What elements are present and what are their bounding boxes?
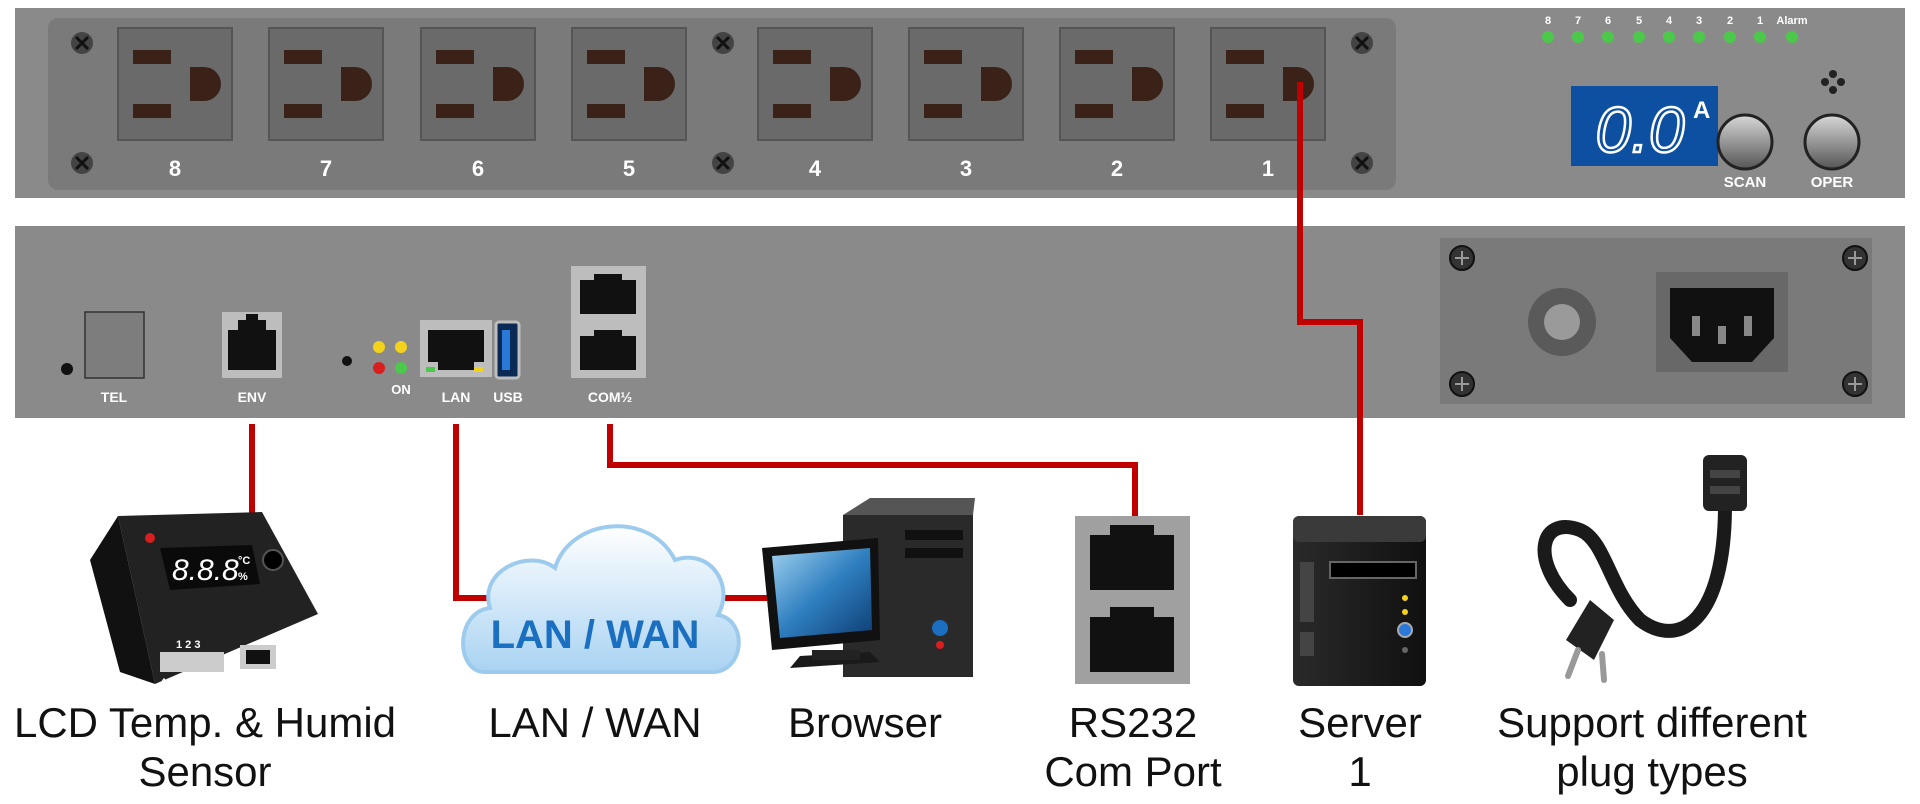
indicator-led [1542,31,1554,43]
indicator-led [1602,31,1614,43]
env-port[interactable] [228,314,276,370]
sensor-unit-p: % [238,571,248,583]
led-label: Alarm [1776,15,1807,27]
scan-label: SCAN [1724,174,1767,191]
outlet-label: 7 [320,156,332,181]
outlet-label: 1 [1262,156,1274,181]
browser-caption: Browser [788,699,942,746]
indicator-led [1786,31,1798,43]
outlet-6: 6 [420,27,536,181]
plug-caption-1: Support different [1497,699,1807,746]
com-port-1[interactable] [580,274,636,314]
rs232-port-icon [1075,516,1190,684]
usb-label: USB [493,389,523,405]
indicator-led [1633,31,1645,43]
current-display [1571,86,1718,166]
computer-icon [762,498,975,677]
sensor-caption-1: LCD Temp. & Humid [14,699,396,746]
sensor-unit-c: °C [238,555,250,567]
power-plug-icon [1537,455,1747,683]
tel-label: TEL [101,389,128,405]
current-unit: A [1693,97,1710,124]
outlet-5: 5 [571,27,687,181]
outlet-label: 8 [169,156,181,181]
outlet-1: 1 [1210,27,1326,181]
cloud-label: LAN / WAN [491,613,700,657]
sensor-pins-bottom: 4 5 6 [160,677,184,689]
front-panel: 8 7 6 5 4 3 2 1 8 7 6 5 4 3 2 1 Alarm 0.0 A SCAN OPER [15,8,1905,198]
server-icon [1293,516,1426,686]
com-port-2[interactable] [580,330,636,370]
power-inlet [1670,288,1774,362]
env-label: ENV [238,389,267,405]
com-label: COM½ [588,389,633,405]
server-caption-1: Server [1298,699,1422,746]
tel-port[interactable] [84,311,145,379]
plug-caption-2: plug types [1556,748,1747,795]
outlet-3: 3 [908,27,1024,181]
reset-hole [61,363,73,375]
current-value: 0.0 [1596,94,1685,166]
lan-port[interactable] [428,330,484,370]
indicator-led [1572,31,1584,43]
led-label: 3 [1696,15,1702,27]
sensor-display: 8.8.8 [172,554,239,587]
rs232-caption-1: RS232 [1069,699,1197,746]
outlet-label: 5 [623,156,635,181]
vent-icon [1821,70,1845,94]
sensor-pins-top: 1 2 3 [176,639,200,651]
outlet-label: 6 [472,156,484,181]
indicator-led [1724,31,1736,43]
indicator-led [1663,31,1675,43]
outlet-4: 4 [757,27,873,181]
led-label: 6 [1605,15,1611,27]
sensor-caption-2: Sensor [138,748,271,795]
outlet-label: 3 [960,156,972,181]
oper-button[interactable] [1803,113,1861,171]
indicator-led [1754,31,1766,43]
server-caption-2: 1 [1348,748,1371,795]
led-label: 8 [1545,15,1551,27]
outlet-label: 2 [1111,156,1123,181]
outlet-7: 7 [268,27,384,181]
scan-button[interactable] [1716,113,1774,171]
led-label: 2 [1727,15,1733,27]
rs232-caption-2: Com Port [1044,748,1222,795]
rear-panel: TEL ENV ON LAN USB COM½ [15,226,1905,418]
led-label: 1 [1757,15,1763,27]
led-label: 4 [1666,15,1673,27]
status-leds [373,341,407,374]
outlet-8: 8 [117,27,233,181]
cloud-icon: LAN / WAN [461,524,741,674]
temp-humidity-sensor: 8.8.8 °C % 1 2 3 4 5 6 [90,512,318,689]
indicator-led [1693,31,1705,43]
outlet-2: 2 [1059,27,1175,181]
oper-label: OPER [1811,174,1854,191]
led-label: 7 [1575,15,1581,27]
led-label: 5 [1636,15,1642,27]
cloud-caption: LAN / WAN [488,699,701,746]
on-label: ON [391,382,411,397]
outlet-label: 4 [809,156,822,181]
lan-label: LAN [442,389,471,405]
